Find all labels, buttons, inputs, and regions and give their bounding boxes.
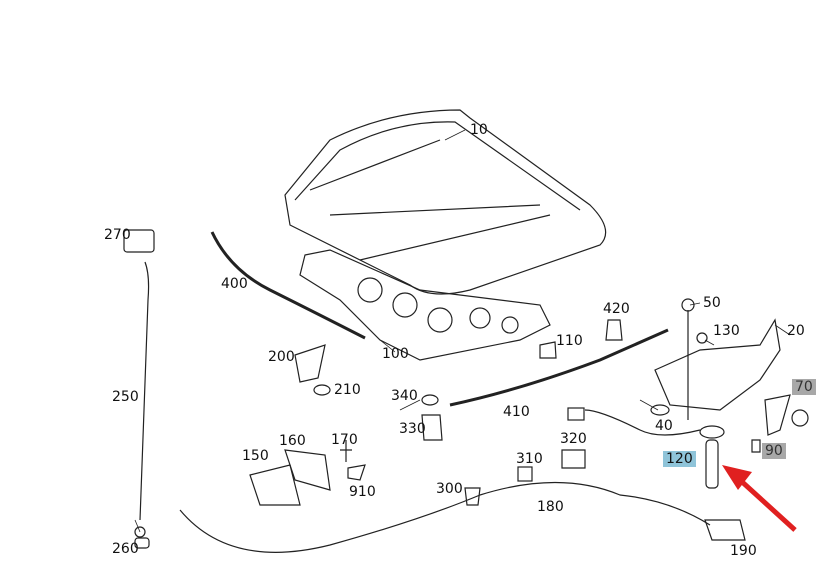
hood-inner-panel	[299, 249, 551, 361]
part-label-130: 130	[713, 323, 740, 339]
part-label-330: 330	[399, 421, 426, 437]
part-label-20: 20	[787, 323, 805, 339]
part-label-210: 210	[334, 382, 361, 398]
part-label-40: 40	[655, 418, 673, 434]
hood-part	[284, 109, 607, 295]
hood-strut-120	[705, 439, 719, 489]
seal-strip-410	[449, 328, 669, 407]
part-label-170: 170	[331, 432, 358, 448]
release-cable	[139, 261, 150, 521]
part-label-150: 150	[242, 448, 269, 464]
part-label-270: 270	[104, 227, 131, 243]
part-label-200: 200	[268, 349, 295, 365]
part-label-10: 10	[470, 122, 488, 138]
part-label-120: 120	[663, 451, 696, 467]
part-label-160: 160	[279, 433, 306, 449]
seal-strip	[210, 231, 366, 340]
part-label-90: 90	[762, 443, 786, 459]
part-label-50: 50	[703, 295, 721, 311]
bracket-200	[294, 344, 326, 383]
part-label-180: 180	[537, 499, 564, 515]
part-label-310: 310	[516, 451, 543, 467]
hood-part	[294, 121, 581, 211]
part-label-410: 410	[503, 404, 530, 420]
part-label-320: 320	[560, 431, 587, 447]
lock-assembly	[654, 318, 781, 411]
part-label-190: 190	[730, 543, 757, 559]
part-label-100: 100	[382, 346, 409, 362]
part-label-70: 70	[792, 379, 816, 395]
part-label-250: 250	[112, 389, 139, 405]
part-label-340: 340	[391, 388, 418, 404]
latch-150	[249, 464, 301, 506]
part-label-910: 910	[349, 484, 376, 500]
part-label-110: 110	[556, 333, 583, 349]
clip-270	[123, 229, 155, 253]
arrow-indicator	[722, 465, 797, 532]
part-label-400: 400	[221, 276, 248, 292]
cable-180	[179, 481, 711, 553]
part-label-300: 300	[436, 481, 463, 497]
part-label-420: 420	[603, 301, 630, 317]
latch-160	[284, 449, 331, 491]
part-label-260: 260	[112, 541, 139, 557]
